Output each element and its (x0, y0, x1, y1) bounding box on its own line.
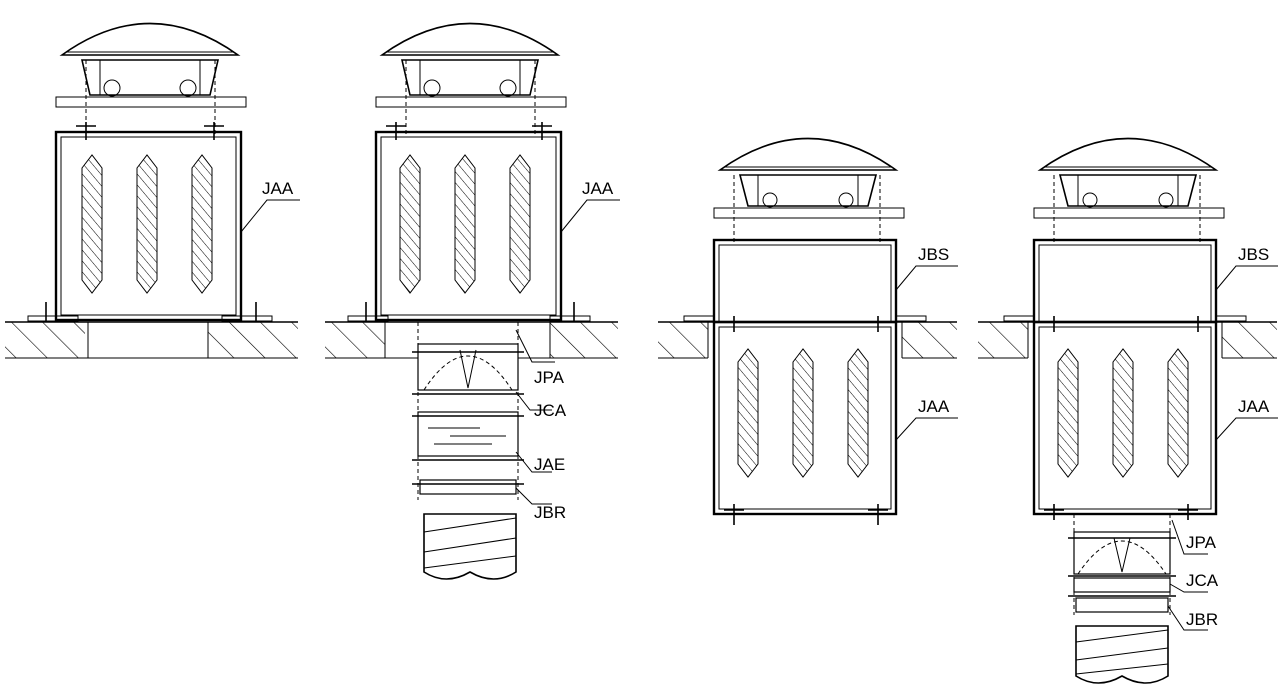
callout-label: JBR (1186, 610, 1218, 629)
louvre-slot (847, 348, 869, 478)
louvre-slot (399, 154, 421, 294)
duct-stack (412, 322, 524, 580)
spiral-duct (1075, 625, 1169, 684)
callout-a2-1: JPA (515, 329, 565, 387)
jbs-extension (1032, 238, 1218, 324)
callout-label: JAA (1238, 397, 1270, 416)
jbr-collar (1075, 597, 1169, 613)
callout-label: JAE (534, 455, 565, 474)
roof-fan-hood (375, 22, 567, 135)
bolt (724, 316, 744, 332)
jbs-extension (712, 238, 898, 324)
callout-a1-0: JAA (240, 179, 300, 233)
spiral-duct (423, 513, 517, 580)
louvre-slot (191, 154, 213, 294)
callout-label: JBS (918, 245, 949, 264)
louvre-slot (136, 154, 158, 294)
louvre-slot (81, 154, 103, 294)
jpa-adapter (417, 343, 519, 391)
callout-a3-1: JAA (895, 397, 958, 441)
callout-a4-0: JBS (1215, 245, 1278, 291)
callout-label: JPA (534, 368, 565, 387)
base-frame-jaa (374, 122, 563, 322)
callout-label: JPA (1186, 533, 1217, 552)
callout-label: JBS (1238, 245, 1269, 264)
assembly-4: JBS JAA JPA JCA JBR (978, 137, 1278, 684)
bolt (868, 316, 888, 332)
louvre-slot (509, 154, 531, 294)
roof-fan-hood (713, 137, 905, 245)
callout-a2-2: JCA (515, 391, 567, 420)
roof-fan-hood (55, 22, 247, 135)
bolt (1044, 316, 1064, 332)
base-frame-jaa (54, 122, 243, 322)
callout-label: JAA (262, 179, 294, 198)
louvre-slot (1167, 348, 1189, 478)
callout-a2-0: JAA (560, 179, 620, 233)
duct-stack (1068, 514, 1176, 684)
callout-a2-3: JAE (515, 451, 565, 474)
louvre-slot (792, 348, 814, 478)
bolt (76, 122, 96, 140)
base-frame-jaa (1032, 316, 1218, 520)
bolt (868, 504, 888, 525)
roof-deck (325, 302, 618, 359)
roof-deck (5, 302, 298, 359)
bolt (1044, 504, 1064, 520)
louvre-slot (1112, 348, 1134, 478)
roof-deck (978, 315, 1277, 359)
callout-a4-1: JAA (1215, 397, 1278, 441)
callout-label: JCA (534, 401, 567, 420)
callout-label: JBR (534, 503, 566, 522)
bolt (1178, 504, 1198, 520)
bolt (386, 122, 406, 140)
callout-a3-0: JBS (895, 245, 958, 291)
roof-deck (658, 315, 957, 359)
callout-a4-2: JPA (1171, 519, 1217, 555)
callout-label: JAA (918, 397, 950, 416)
callout-a2-4: JBR (515, 487, 566, 522)
bolt (204, 122, 224, 140)
louvre-slot (454, 154, 476, 294)
callout-label: JCA (1186, 571, 1219, 590)
callout-label: JAA (582, 179, 614, 198)
assembly-1: JAA (5, 22, 300, 359)
roof-fan-hood (1033, 137, 1225, 245)
bolt (724, 504, 744, 525)
jca-damper (1073, 577, 1171, 593)
louvre-slot (737, 348, 759, 478)
base-frame-jaa (712, 316, 898, 525)
assembly-3: JBS JAA (658, 137, 958, 525)
bolt (532, 122, 552, 140)
bolt (1188, 316, 1208, 332)
louvre-slot (1057, 348, 1079, 478)
callout-a4-3: JCA (1169, 571, 1219, 593)
jpa-adapter (1073, 531, 1171, 575)
callout-a4-4: JBR (1167, 605, 1218, 631)
jca-damper (417, 411, 519, 457)
jbr-collar (419, 479, 517, 495)
assembly-2: JAA JPA JCA JAE JBR (325, 22, 620, 580)
